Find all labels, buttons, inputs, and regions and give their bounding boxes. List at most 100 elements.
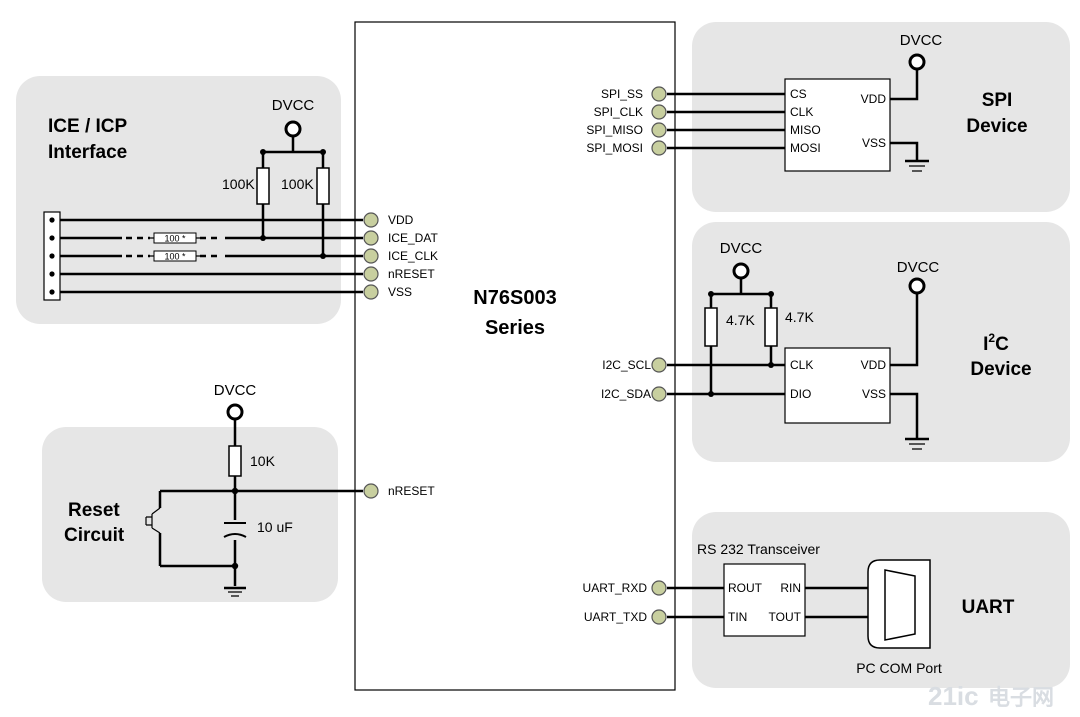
ice-signal-wires [60,218,363,294]
i2c-device-supply-terminal [908,277,926,295]
svg-text:21ic: 21ic [928,681,979,711]
i2c-pullup-left-value: 4.7K [726,312,755,328]
ice-pin-dat: ICE_DAT [388,231,438,245]
uart-trx-rin: RIN [780,581,801,595]
i2c-device-supply-label: DVCC [897,259,940,276]
i2c-mcu-pad-scl [651,357,667,373]
junction-dot [320,149,326,155]
spi-pin-ss: SPI_SS [601,87,643,101]
ice-supply-terminal [284,120,302,138]
i2c-title: I2C [983,331,1009,355]
mcu-block [354,21,676,691]
ice-header-pins [49,217,55,295]
junction-dot [320,253,326,259]
spi-mcu-pads [651,86,667,156]
i2c-pullup-supply-terminal [732,262,750,280]
i2c-pullup-wires [709,278,773,394]
ice-pullup-wires [261,136,325,256]
i2c-power-wires [890,293,919,438]
junction-dot [708,391,714,397]
i2c-dev-clk: CLK [790,358,813,372]
spi-title: SPI [982,90,1013,111]
ice-series-resistor-1 [153,232,197,244]
reset-supply-label: DVCC [214,382,257,399]
spi-pin-mosi: SPI_MOSI [586,141,643,155]
junction-dot [768,362,774,368]
i2c-dev-dio: DIO [790,387,811,401]
ice-pin-vdd: VDD [388,213,414,227]
mcu-name: N76S003 [473,287,556,309]
i2c-pullup-supply-label: DVCC [720,240,763,257]
spi-power-wires [890,69,919,160]
ice-panel [16,76,341,324]
uart-transceiver-label: RS 232 Transceiver [697,541,820,557]
spi-dev-cs: CS [790,87,807,101]
reset-pushbutton [145,507,161,534]
ice-pin-nreset: nRESET [388,267,435,281]
spi-device-chip [784,78,891,172]
i2c-title-2: Device [970,359,1031,380]
ice-pullup-right-value: 100K [281,176,314,192]
ice-series-resistor-2-value: 100 * [164,252,186,262]
spi-dev-mosi: MOSI [790,141,821,155]
ice-pin-clk: ICE_CLK [388,249,438,263]
ice-title: ICE / ICP [48,116,128,137]
uart-trx-rout: ROUT [728,581,763,595]
spi-dev-clk: CLK [790,105,813,119]
ice-pin-vss: VSS [388,285,412,299]
junction-dot [231,562,239,570]
reset-mcu-pad [363,483,379,499]
spi-dev-miso: MISO [790,123,821,137]
reset-supply-terminal [226,403,244,421]
i2c-pin-scl: I2C_SCL [602,358,651,372]
ice-series-resistor-2 [153,250,197,262]
i2c-mcu-pad-sda [651,386,667,402]
i2c-pin-sda: I2C_SDA [601,387,651,401]
ice-supply-label: DVCC [272,97,315,114]
junction-dot [260,235,266,241]
reset-title-2: Circuit [64,525,125,546]
ice-pullup-left-value: 100K [222,176,255,192]
uart-pin-txd: UART_TXD [584,610,647,624]
reset-resistor-value: 10K [250,453,276,469]
reset-pin-label: nRESET [388,484,435,498]
reset-title: Reset [68,500,120,521]
ice-pullup-resistor-right [316,167,330,205]
ice-series-resistor-1-value: 100 * [164,234,186,244]
uart-transceiver-chip [723,563,806,637]
uart-pin-rxd: UART_RXD [583,581,648,595]
uart-trx-tin: TIN [728,610,747,624]
spi-dev-vss: VSS [862,136,886,150]
spi-pin-clk: SPI_CLK [594,105,643,119]
ice-dashed-wires [126,236,222,258]
junction-dot [231,487,239,495]
watermark-logo: 21ic 电子网 [928,681,1054,711]
spi-bus-wires [667,92,785,150]
junction-dot [708,291,714,297]
reset-ground-lines [228,591,242,597]
svg-text:电子网: 电子网 [988,685,1054,710]
junction-dot [260,149,266,155]
spi-ground-lines [909,165,925,172]
i2c-dev-vss: VSS [862,387,886,401]
spi-dev-vdd: VDD [861,92,887,106]
spi-supply-label: DVCC [900,32,943,49]
reset-panel [42,427,338,602]
i2c-bus-wires [667,363,785,396]
mcu-series: Series [485,317,545,339]
i2c-pullup-resistor-left [704,307,718,347]
uart-mcu-pad-rxd [651,580,667,596]
reset-capacitor-value: 10 uF [257,519,293,535]
reset-capacitor-plate-bottom [223,533,247,538]
i2c-panel [692,222,1070,462]
uart-title: UART [962,597,1015,618]
i2c-pullup-right-value: 4.7K [785,309,814,325]
reset-resistor [228,445,242,477]
i2c-device-chip [784,347,891,424]
uart-trx-tout: TOUT [769,610,802,624]
i2c-pullup-resistor-right [764,307,778,347]
ice-pullup-resistor-left [256,167,270,205]
spi-supply-terminal [908,53,926,71]
spi-title-2: Device [966,116,1027,137]
